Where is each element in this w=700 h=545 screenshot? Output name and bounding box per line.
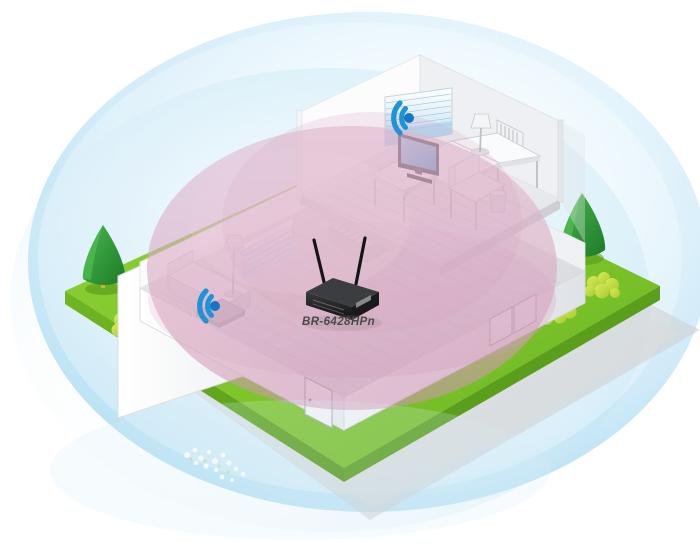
foreground-haze: [50, 400, 550, 540]
upper-post-right: [557, 119, 564, 203]
router-antenna-left: [312, 238, 327, 288]
shrub-front-right: [584, 272, 620, 299]
wifi-coverage-dome: [147, 112, 557, 410]
router-leds: [312, 299, 345, 315]
desk-lamp: [470, 113, 492, 156]
router-badge: [356, 295, 371, 308]
tree-left: [82, 225, 126, 295]
router-shadow: [302, 315, 382, 331]
router-antenna-right: [354, 236, 367, 286]
router-top: [306, 278, 379, 307]
wifi-icon-downstairs: [197, 288, 220, 324]
upper-right-outer-slice: [560, 121, 585, 243]
router-side: [352, 292, 379, 320]
flowers-front: [184, 447, 246, 482]
router-model-label: BR-6428HPn: [302, 316, 375, 328]
wifi-icon-upstairs: [391, 100, 414, 136]
router: [302, 236, 382, 331]
